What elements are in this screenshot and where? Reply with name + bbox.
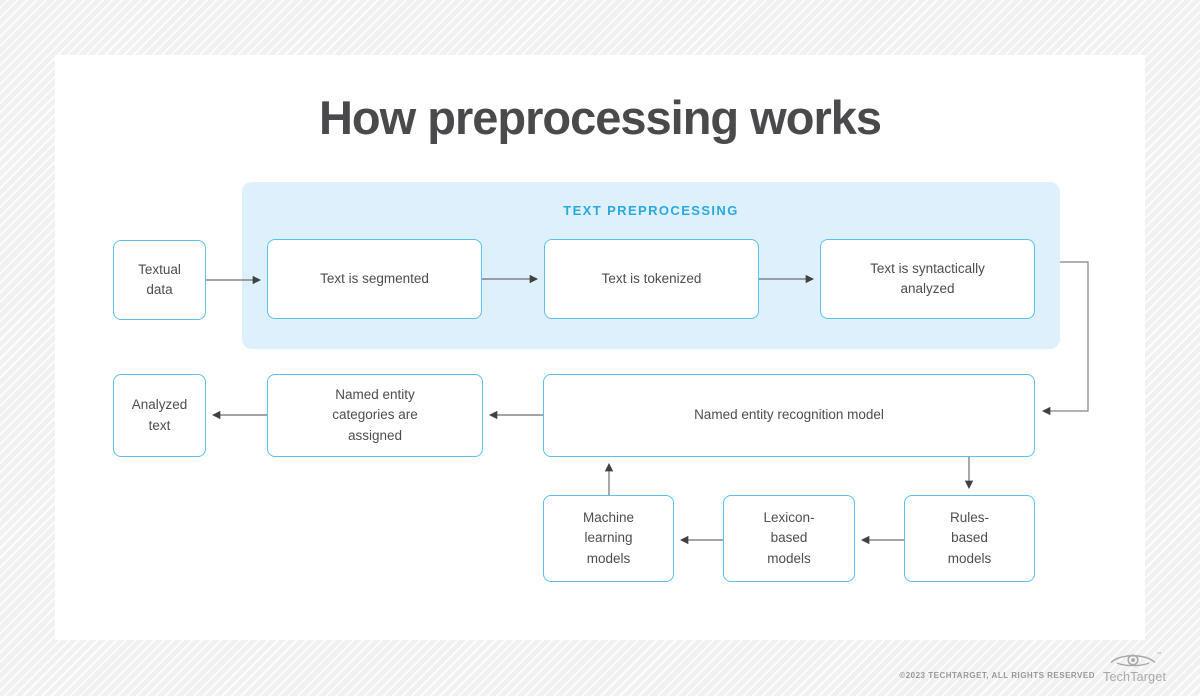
node-text-segmented: Text is segmented xyxy=(267,239,482,319)
node-text-tokenized: Text is tokenized xyxy=(544,239,759,319)
node-rules-based-models: Rules-based models xyxy=(904,495,1035,582)
node-textual-data: Textual data xyxy=(113,240,206,320)
node-lexicon-based-models-label: Lexicon-based models xyxy=(763,510,815,566)
node-text-segmented-label: Text is segmented xyxy=(320,270,429,286)
techtarget-eye-icon: ™ xyxy=(1110,652,1162,667)
node-machine-learning-models-label: Machine learning models xyxy=(582,510,635,566)
node-lexicon-based-models: Lexicon-based models xyxy=(723,495,855,582)
node-ner-model-label: Named entity recognition model xyxy=(694,407,884,423)
node-text-syntactically-analyzed: Text is syntactically analyzed xyxy=(820,239,1035,319)
page-title: How preprocessing works xyxy=(318,91,882,144)
node-analyzed-text: Analyzed text xyxy=(113,374,206,457)
node-machine-learning-models: Machine learning models xyxy=(543,495,674,582)
node-text-syntactically-analyzed-label: Text is syntactically analyzed xyxy=(870,260,985,296)
techtarget-logo: ™ TechTarget xyxy=(1103,650,1167,685)
node-ner-model: Named entity recognition model xyxy=(543,374,1035,457)
copyright-text: ©2023 TECHTARGET, ALL RIGHTS RESERVED xyxy=(899,671,1095,680)
node-rules-based-models-label: Rules-based models xyxy=(947,510,992,566)
node-named-entity-categories-label: Named entity categories are assigned xyxy=(332,387,418,443)
techtarget-logo-text: TechTarget xyxy=(1103,670,1167,684)
node-textual-data-label: Textual data xyxy=(138,261,181,297)
text-preprocessing-band-label: TEXT PREPROCESSING xyxy=(563,203,739,218)
node-text-tokenized-label: Text is tokenized xyxy=(601,270,702,286)
node-analyzed-text-label: Analyzed text xyxy=(131,397,188,433)
node-named-entity-categories: Named entity categories are assigned xyxy=(267,374,483,457)
svg-text:™: ™ xyxy=(1157,652,1162,658)
